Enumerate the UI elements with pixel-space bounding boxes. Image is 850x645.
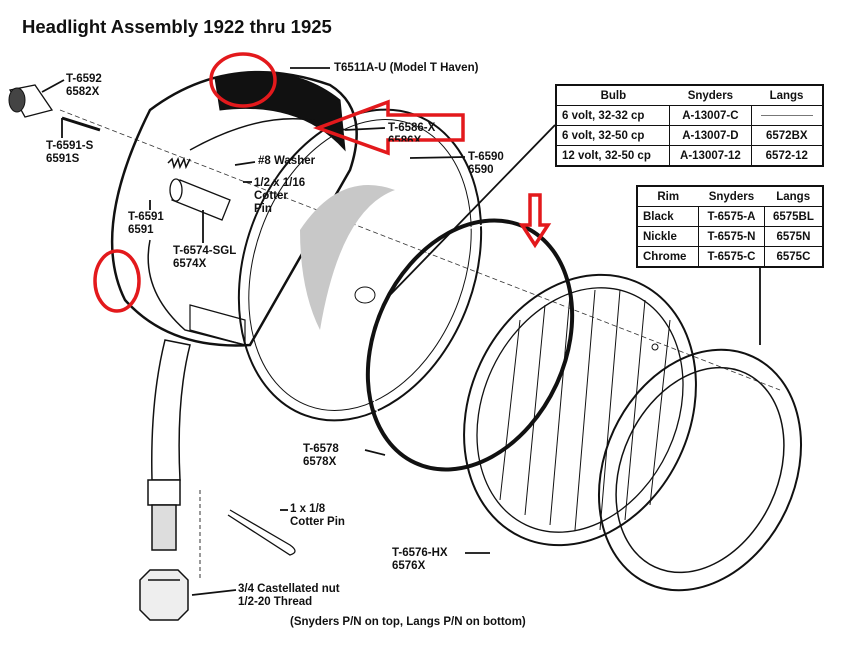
label-line: 1/2 x 1/16 bbox=[254, 177, 306, 189]
table-cell: A-13007-C bbox=[669, 105, 752, 126]
table-row: 12 volt, 32-50 cp A-13007-12 6572-12 bbox=[555, 145, 824, 167]
table-row: 6 volt, 32-32 cp A-13007-C bbox=[555, 105, 824, 126]
table-cell: A-13007-12 bbox=[669, 145, 752, 167]
table-cell: 6572-12 bbox=[750, 145, 824, 167]
table-cell: Black bbox=[636, 206, 699, 227]
footer-note: (Snyders P/N on top, Langs P/N on bottom… bbox=[290, 616, 526, 628]
label-line: Pin bbox=[254, 203, 272, 215]
label-line: 3/4 Castellated nut bbox=[238, 583, 340, 595]
table-row: Nickle T-6575-N 6575N bbox=[636, 226, 824, 247]
table-cell-empty bbox=[750, 105, 824, 126]
table-cell: T-6575-C bbox=[697, 246, 765, 268]
socket-tube bbox=[169, 178, 231, 221]
column-header: Bulb bbox=[556, 84, 670, 106]
part-number-snyders: T-6578 bbox=[303, 443, 339, 455]
table-cell: 6575N bbox=[763, 226, 824, 247]
part-number-snyders: T-6591-S bbox=[46, 140, 94, 152]
plug-connector bbox=[8, 84, 101, 132]
gasket-highlight bbox=[371, 223, 569, 467]
column-header: Rim bbox=[637, 185, 699, 207]
label-shell: T6511A-U (Model T Haven) bbox=[334, 62, 479, 74]
label-line: Cotter bbox=[254, 190, 288, 202]
lens bbox=[463, 273, 697, 547]
assembly-axis bbox=[59, 109, 781, 391]
table-cell: 6 volt, 32-32 cp bbox=[555, 105, 671, 126]
table-cell: T-6575-N bbox=[697, 226, 765, 247]
bulb-table: Bulb Snyders Langs 6 volt, 32-32 cp A-13… bbox=[555, 84, 824, 167]
cotter-pin-icon bbox=[227, 509, 296, 556]
part-number-snyders: T-6574-SGL bbox=[173, 245, 237, 257]
table-cell: 6575C bbox=[763, 246, 824, 268]
arrow-left-icon bbox=[312, 99, 465, 156]
highlight-circle-top bbox=[209, 52, 277, 108]
part-number-langs: 6576X bbox=[392, 560, 426, 572]
table-row: Chrome T-6575-C 6575C bbox=[636, 246, 824, 268]
part-number-langs: 6591 bbox=[128, 224, 154, 236]
gasket bbox=[365, 218, 575, 472]
table-cell: Nickle bbox=[636, 226, 699, 247]
part-number-snyders: T-6590 bbox=[468, 151, 504, 163]
table-cell: A-13007-D bbox=[669, 125, 752, 146]
arrow-down-icon bbox=[518, 193, 552, 249]
spring-icon bbox=[167, 156, 191, 170]
reflector bbox=[237, 108, 483, 422]
rim bbox=[597, 343, 803, 592]
column-header: Snyders bbox=[698, 185, 765, 207]
part-number-langs: 6582X bbox=[66, 86, 100, 98]
table-header: Rim Snyders Langs bbox=[637, 185, 823, 207]
table-cell: 12 volt, 32-50 cp bbox=[555, 145, 671, 167]
part-number-snyders: T-6586-X bbox=[388, 122, 436, 134]
part-number-snyders: T-6591 bbox=[128, 211, 164, 223]
label-line: 1 x 1/8 bbox=[290, 503, 326, 515]
table-cell: 6 volt, 32-50 cp bbox=[555, 125, 671, 146]
part-number-langs: 6590 bbox=[468, 164, 494, 176]
table-cell: 6575BL bbox=[763, 206, 824, 227]
part-number-langs: 6574X bbox=[173, 258, 207, 270]
page-title: Headlight Assembly 1922 thru 1925 bbox=[22, 16, 332, 37]
table-row: 6 volt, 32-50 cp A-13007-D 6572BX bbox=[555, 125, 824, 146]
highlight-circle-side bbox=[93, 249, 141, 313]
table-cell: T-6575-A bbox=[697, 206, 765, 227]
part-number-langs: 6578X bbox=[303, 456, 337, 468]
part-number-langs: 6591S bbox=[46, 153, 80, 165]
column-header: Snyders bbox=[669, 84, 752, 106]
leader-lines bbox=[41, 67, 761, 596]
part-number-snyders: T-6592 bbox=[66, 73, 102, 85]
label-line: Cotter Pin bbox=[290, 516, 345, 528]
part-number-snyders: T-6576-HX bbox=[392, 547, 448, 559]
mounting-stem bbox=[139, 339, 191, 621]
column-header: Langs bbox=[751, 84, 823, 106]
label-washer: #8 Washer bbox=[258, 155, 316, 167]
column-header: Langs bbox=[764, 185, 823, 207]
rim-table: Rim Snyders Langs Black T-6575-A 6575BL … bbox=[636, 185, 824, 268]
table-cell: 6572BX bbox=[750, 125, 824, 146]
table-header: Bulb Snyders Langs bbox=[556, 84, 823, 106]
dash-line bbox=[760, 114, 813, 116]
table-cell: Chrome bbox=[636, 246, 699, 268]
table-row: Black T-6575-A 6575BL bbox=[636, 206, 824, 227]
red-annotations bbox=[93, 52, 552, 313]
part-number-langs: 6586X bbox=[388, 135, 422, 147]
label-line: 1/2-20 Thread bbox=[238, 596, 313, 608]
